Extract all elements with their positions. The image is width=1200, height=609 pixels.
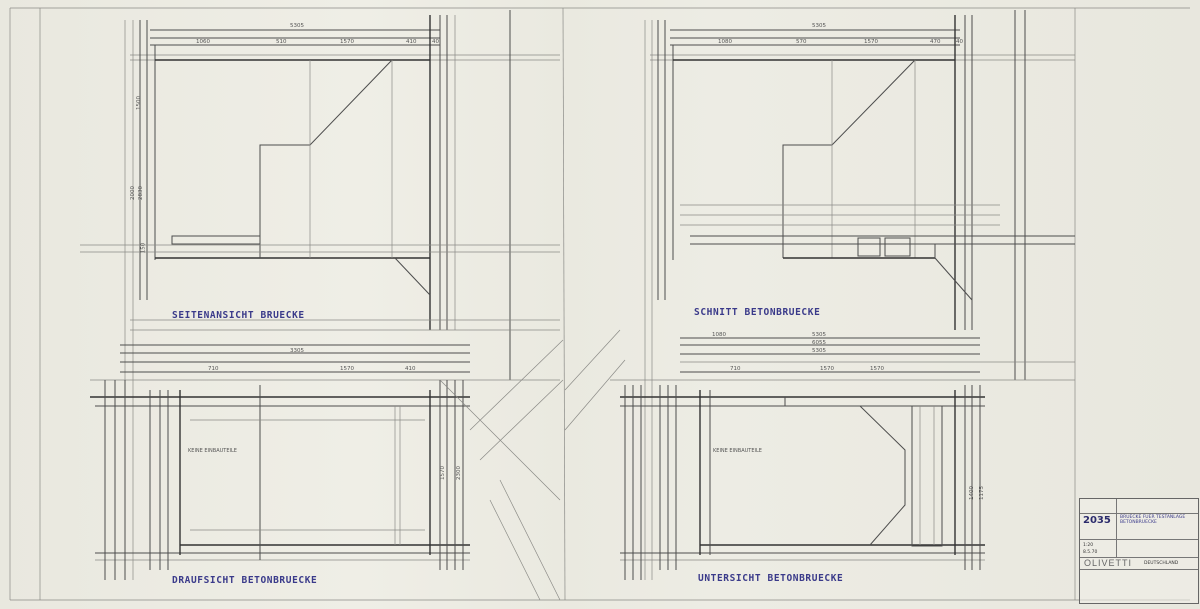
side-view-drawing bbox=[80, 10, 560, 580]
section-lower-dim-4: 1570 bbox=[870, 366, 884, 372]
drawing-number: 2035 bbox=[1083, 515, 1111, 526]
section-lower-dim-1: 1080 bbox=[712, 332, 726, 338]
side-dim-3: 1570 bbox=[340, 39, 354, 45]
section-upper-dim-3: 5305 bbox=[812, 348, 826, 354]
side-view-title: SEITENANSICHT BRUECKE bbox=[172, 310, 305, 321]
section-title: SCHNITT BETONBRUECKE bbox=[694, 307, 821, 318]
top-dim-2: 3305 bbox=[290, 348, 304, 354]
section-dim-2: 570 bbox=[796, 39, 807, 45]
section-dim-3: 1570 bbox=[864, 39, 878, 45]
section-dim-1: 1080 bbox=[718, 39, 732, 45]
side-dim-2: 510 bbox=[276, 39, 287, 45]
section-upper-dim-1: 5305 bbox=[812, 332, 826, 338]
company-brand: OLIVETTI bbox=[1084, 558, 1133, 568]
top-view-note: KEINE EINBAUTEILE bbox=[188, 448, 237, 454]
side-vert-dim-1: 1500 bbox=[136, 96, 142, 110]
section-dim-5: 40 bbox=[956, 39, 963, 45]
side-total-dim: 5305 bbox=[290, 23, 304, 29]
side-dim-1: 1060 bbox=[196, 39, 210, 45]
plan-vert-dim-4: 1175 bbox=[979, 486, 985, 500]
side-vert-dim-4: 150 bbox=[140, 242, 147, 254]
drawing-description: BRUECKE FUER TESTANLAGE BETONBRUECKE bbox=[1120, 515, 1186, 525]
title-block: 2035 BRUECKE FUER TESTANLAGE BETONBRUECK… bbox=[1079, 498, 1199, 604]
side-vert-dim-3: 2830 bbox=[138, 186, 144, 200]
side-dim-5: 40 bbox=[432, 39, 439, 45]
side-dim-4: 410 bbox=[406, 39, 417, 45]
section-upper-dim-2: 6055 bbox=[812, 340, 826, 346]
top-dim-4: 410 bbox=[405, 366, 416, 372]
plan-vert-dim-1: 1570 bbox=[440, 466, 446, 480]
plan-vert-dim-2: 2300 bbox=[456, 466, 462, 480]
bottom-view-note: KEINE EINBAUTEILE bbox=[713, 448, 762, 454]
drawing-scale: 1:20 bbox=[1083, 543, 1094, 548]
section-total-dim: 5305 bbox=[812, 23, 826, 29]
bottom-view-title: UNTERSICHT BETONBRUECKE bbox=[698, 573, 844, 584]
section-dim-4: 470 bbox=[930, 39, 941, 45]
top-view-title: DRAUFSICHT BETONBRUECKE bbox=[172, 575, 318, 586]
side-vert-dim-2: 2000 bbox=[130, 186, 136, 200]
bottom-view-drawing bbox=[564, 329, 1075, 580]
top-view-drawing bbox=[90, 339, 564, 601]
plan-vert-dim-3: 1400 bbox=[969, 486, 975, 500]
section-lower-dim-2: 710 bbox=[730, 366, 741, 372]
drawing-date: 8.5.70 bbox=[1083, 550, 1098, 555]
company-country: DEUTSCHLAND bbox=[1144, 561, 1179, 566]
section-lower-dim-3: 1570 bbox=[820, 366, 834, 372]
top-dim-3: 1570 bbox=[340, 366, 354, 372]
section-drawing bbox=[644, 10, 1075, 580]
top-dim-1: 710 bbox=[208, 366, 219, 372]
